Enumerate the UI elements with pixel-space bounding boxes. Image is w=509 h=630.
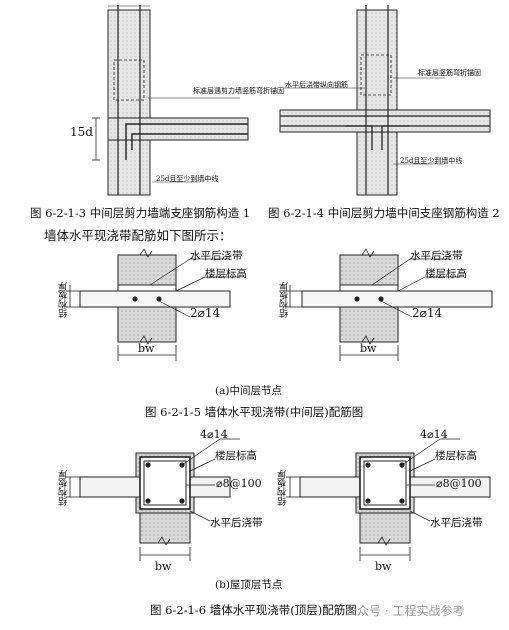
label-bw: bw <box>375 560 392 573</box>
label-pour-strip: 水平后浇带 <box>210 517 263 529</box>
figure-6-2-1-3-drawing <box>92 5 249 196</box>
node-b-right <box>286 438 491 561</box>
dim-15d: 15d <box>70 125 93 139</box>
subcaption-b: (b)屋顶层节点 <box>215 579 283 591</box>
label-rebar-top: 4⌀14 <box>200 428 228 441</box>
watermark: 公众号 · 工程实战参考 <box>345 604 465 618</box>
note-bottom: 25d且至少到墙中线 <box>400 157 463 165</box>
note-top: 水平后浇带纵向钢筋 <box>285 81 348 89</box>
label-floor-level: 楼层标高 <box>425 268 467 280</box>
label-pour-strip: 水平后浇带 <box>190 250 243 262</box>
note-right: 标准层遇剪力墙竖筋弯折锚固 <box>193 87 284 95</box>
label-slab-thickness: 结构板厚 <box>278 470 288 506</box>
label-bw: bw <box>155 560 172 573</box>
label-pour-strip: 水平后浇带 <box>410 250 463 262</box>
label-bw: bw <box>138 342 155 355</box>
label-stirrup: ⌀8@100 <box>436 477 482 490</box>
label-floor-level: 楼层标高 <box>215 450 257 462</box>
label-rebar: 2⌀14 <box>190 306 221 320</box>
figure-6-2-1-6-drawing <box>66 438 491 561</box>
intro-text: 墙体水平现浇带配筋如下图所示： <box>44 228 232 243</box>
label-rebar-top: 4⌀14 <box>420 428 448 441</box>
label-stirrup: ⌀8@100 <box>216 477 262 490</box>
caption-fig-6-2-1-6: 图 6-2-1-6 墙体水平现浇带(顶层)配筋图 <box>150 603 357 617</box>
label-rebar: 2⌀14 <box>412 306 443 320</box>
caption-fig-6-2-1-3: 图 6-2-1-3 中间层剪力墙端支座钢筋构造 1 <box>30 206 251 220</box>
label-bw: bw <box>360 342 377 355</box>
label-floor-level: 楼层标高 <box>435 450 477 462</box>
node-a-left <box>66 248 240 361</box>
note-bottom: 25d且至少到墙中线 <box>156 175 219 183</box>
subcaption-a: (a)中间层节点 <box>215 385 282 397</box>
node-b-left <box>66 438 240 561</box>
node-a-right <box>286 248 493 361</box>
label-slab-thickness: 结构板厚 <box>280 282 290 318</box>
label-pour-strip: 水平后浇带 <box>430 517 483 529</box>
caption-fig-6-2-1-4: 图 6-2-1-4 中间层剪力墙中间支座钢筋构造 2 <box>268 206 500 220</box>
label-slab-thickness: 结构板厚 <box>59 470 69 506</box>
label-floor-level: 楼层标高 <box>205 268 247 280</box>
figure-6-2-1-5-drawing <box>66 248 493 361</box>
label-slab-thickness: 结构板厚 <box>59 282 69 318</box>
caption-fig-6-2-1-5: 图 6-2-1-5 墙体水平现浇带(中间层)配筋图 <box>145 405 364 419</box>
figure-6-2-1-4-drawing <box>279 5 491 196</box>
note-right: 标准层竖筋弯折锚固 <box>418 69 481 77</box>
